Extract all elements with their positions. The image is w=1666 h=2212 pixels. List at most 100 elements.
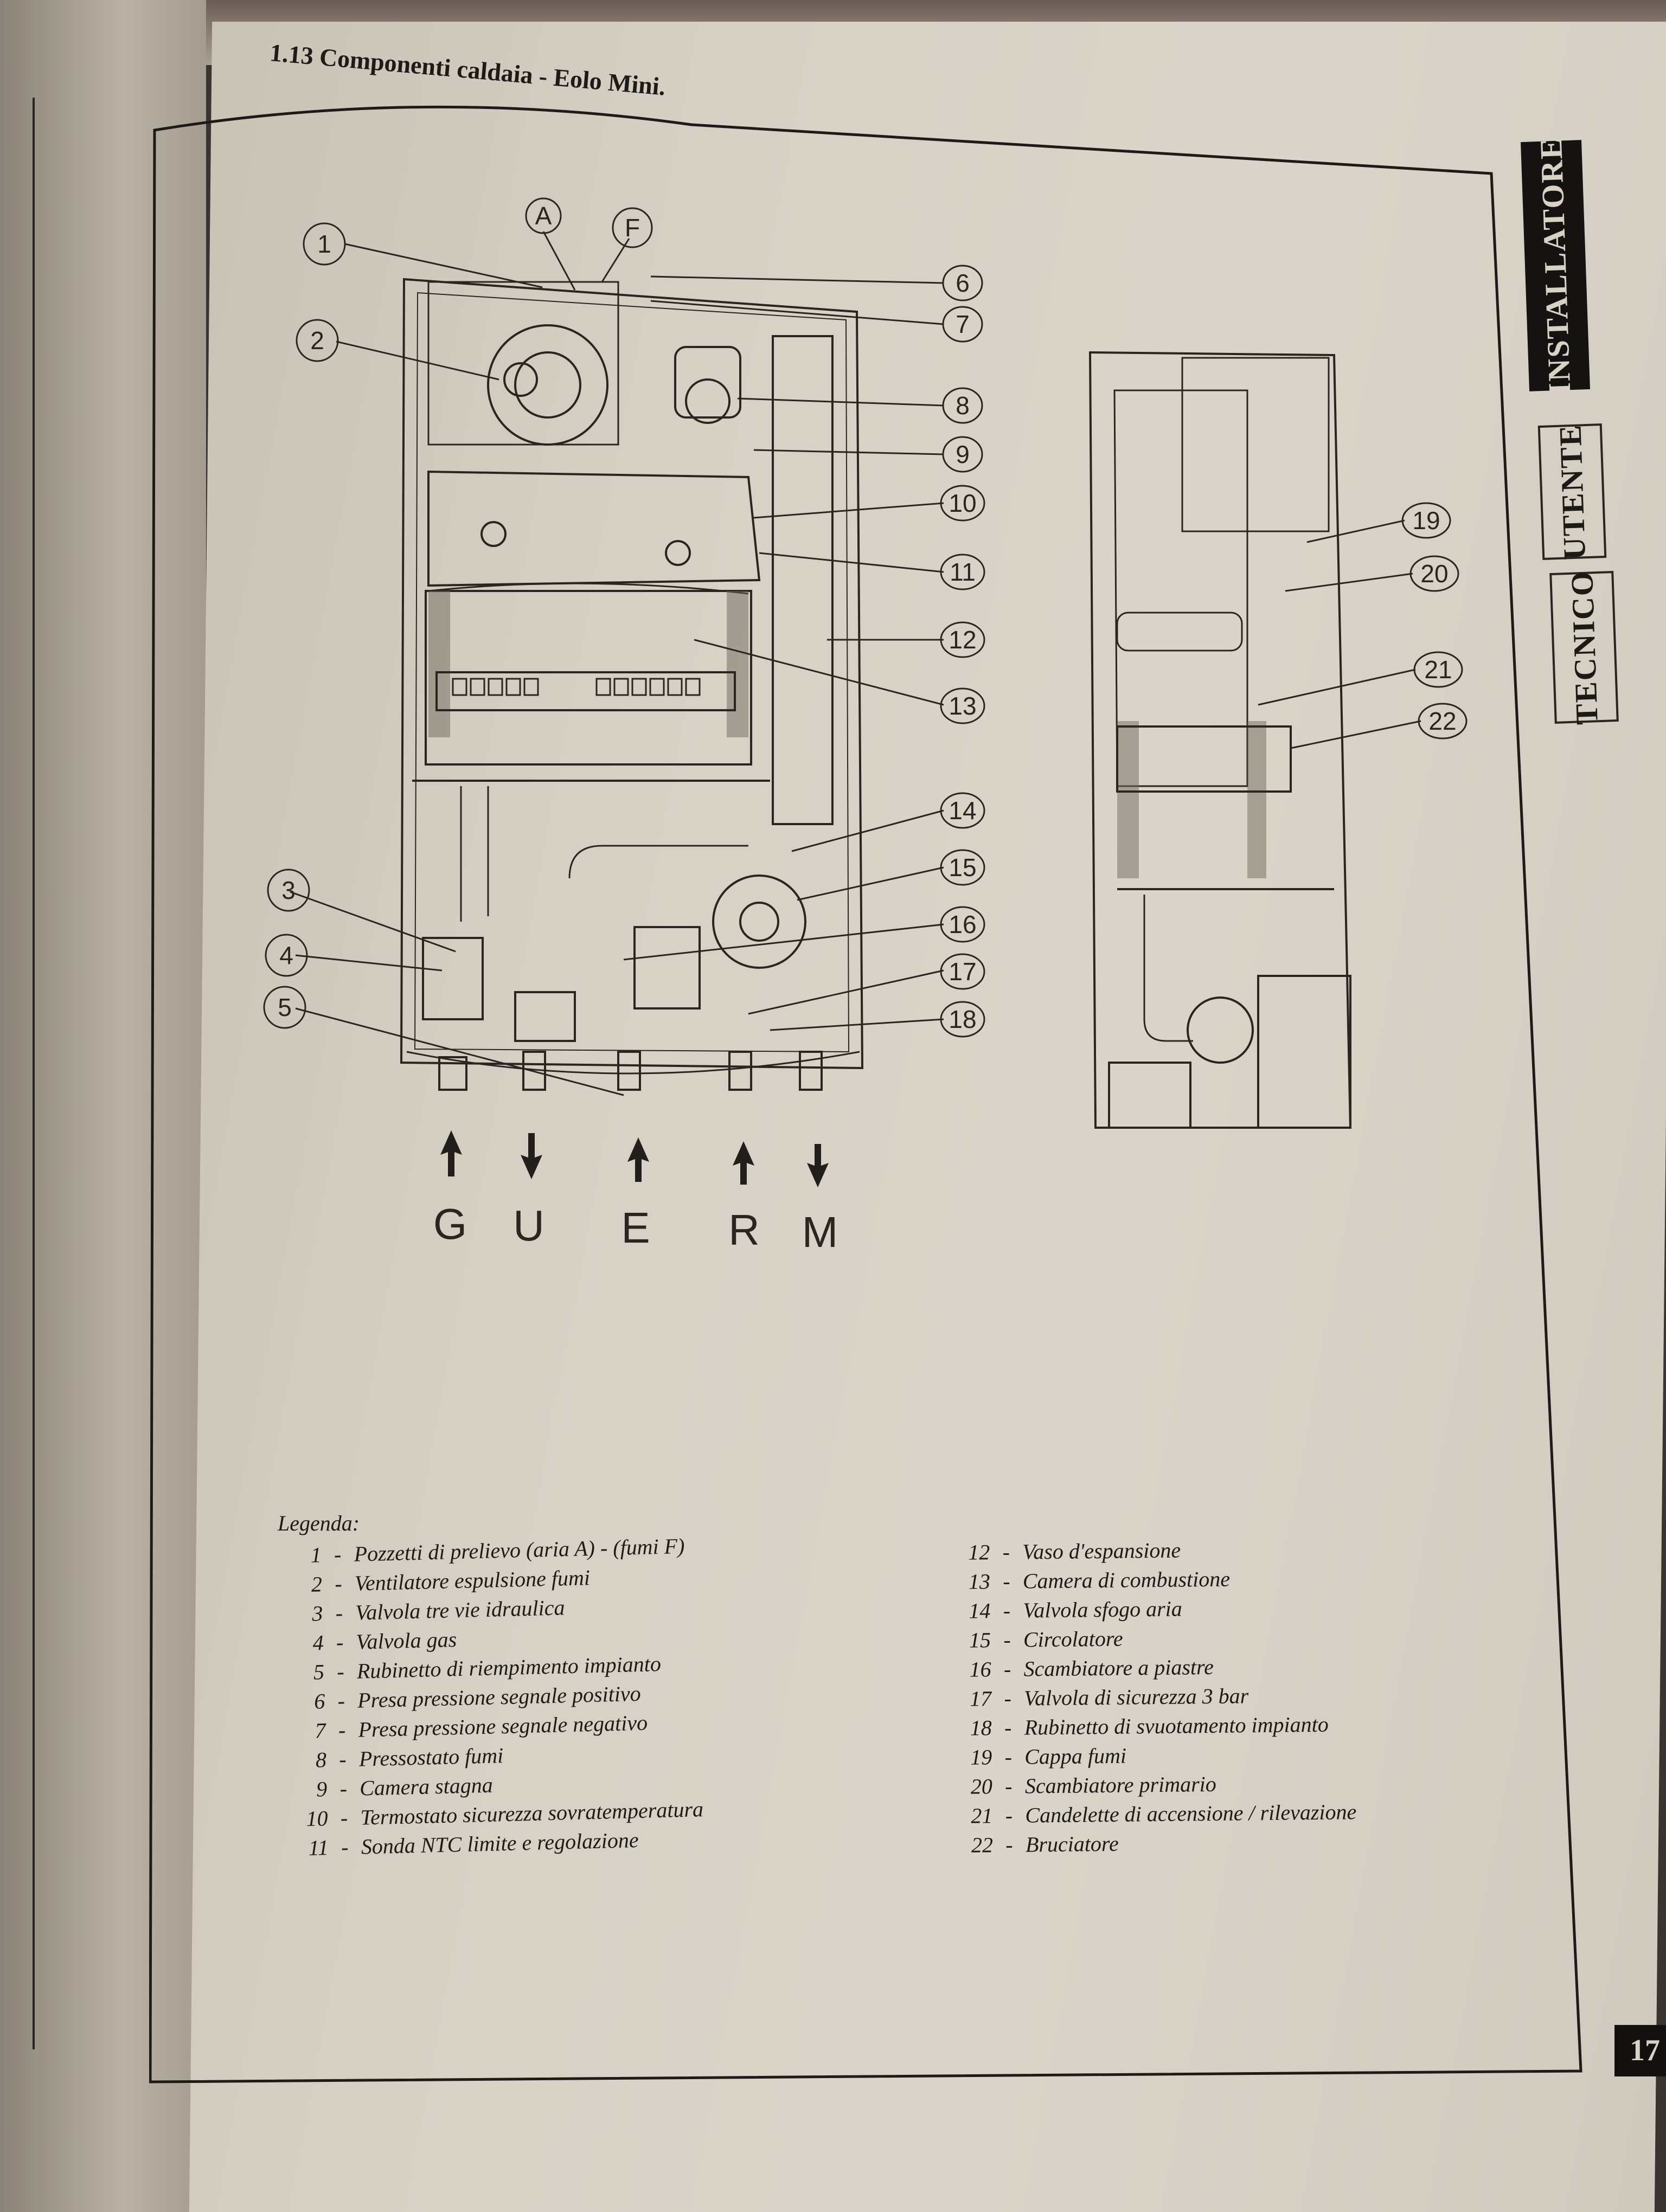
legend-item-text: Valvola di sicurezza 3 bar — [1023, 1683, 1249, 1711]
legend-item-text: Sonda NTC limite e regolazione — [361, 1827, 639, 1859]
legend-item-number: 16 — [969, 1656, 991, 1682]
arrow-up-icon — [733, 1141, 754, 1185]
legend-separator: - — [339, 1776, 348, 1801]
legend-separator: - — [334, 1571, 343, 1596]
legend-item: 20-Scambiatore primario — [954, 1767, 1356, 1801]
legend-item-text: Cappa fumi — [1024, 1743, 1127, 1769]
legend-separator: - — [1004, 1715, 1012, 1740]
callout-18: 18 — [949, 1005, 976, 1033]
legend-item-number: 14 — [969, 1598, 991, 1623]
legend-item: 12-Vaso d'espansione — [952, 1533, 1354, 1567]
adjacent-page-border — [0, 98, 35, 2049]
legend-separator: - — [1005, 1803, 1013, 1828]
callout-F: F — [625, 214, 640, 242]
legend-item-number: 22 — [971, 1832, 994, 1857]
connection-E: E — [621, 1204, 650, 1252]
legend-item: 16-Scambiatore a piastre — [953, 1650, 1355, 1684]
callout-20: 20 — [1420, 560, 1448, 588]
section-tabs: INSTALLATORE UTENTE TECNICO — [1513, 136, 1632, 789]
legend-column-left: 1-Pozzetti di prelievo (aria A) - (fumi … — [282, 1531, 704, 1863]
legend-item-number: 5 — [313, 1659, 325, 1684]
legend-item-number: 1 — [310, 1542, 322, 1567]
legend-item-number: 19 — [970, 1744, 992, 1770]
front-callouts — [263, 197, 1468, 1038]
tab-tecnico-label: TECNICO — [1564, 569, 1605, 725]
legend-item: 18-Rubinetto di svuotamento impianto — [953, 1709, 1355, 1742]
callout-13: 13 — [949, 692, 976, 720]
callout-16: 16 — [949, 910, 976, 938]
side-view — [1088, 351, 1352, 1129]
callout-17: 17 — [949, 957, 976, 986]
legend-item-number: 20 — [970, 1773, 993, 1799]
legend-item: 21-Candelette di accensione / rilevazion… — [954, 1797, 1356, 1830]
legend-separator: - — [335, 1600, 343, 1625]
callout-6: 6 — [956, 269, 970, 297]
legend-item-number: 17 — [969, 1686, 992, 1711]
legend-item-number: 21 — [971, 1803, 993, 1828]
legend-item-text: Circolatore — [1023, 1626, 1123, 1652]
legend-separator: - — [1002, 1568, 1010, 1593]
legend-item-number: 3 — [311, 1600, 323, 1626]
callout-14: 14 — [949, 796, 976, 825]
legend-separator: - — [1003, 1656, 1011, 1681]
legend-item-number: 10 — [305, 1805, 329, 1831]
legend-item-text: Ventilatore espulsione fumi — [354, 1565, 591, 1596]
legend-separator: - — [334, 1541, 342, 1567]
legend-item-text: Vaso d'espansione — [1022, 1538, 1181, 1564]
tab-installatore-label: INSTALLATORE — [1533, 136, 1578, 395]
adjacent-page — [0, 0, 206, 2212]
legend-separator: - — [1004, 1686, 1011, 1711]
callout-1: 1 — [317, 230, 331, 258]
callout-8: 8 — [956, 391, 970, 420]
legend-item: 17-Valvola di sicurezza 3 bar — [953, 1680, 1355, 1713]
legend-item-number: 9 — [316, 1776, 328, 1802]
callout-19: 19 — [1412, 506, 1440, 535]
tab-tecnico[interactable]: TECNICO — [1549, 569, 1619, 725]
legend-item-text: Candelette di accensione / rilevazione — [1025, 1799, 1357, 1828]
connection-arrows — [440, 1130, 829, 1187]
legend-item-text: Camera di combustione — [1022, 1566, 1231, 1593]
legend-separator: - — [1004, 1773, 1013, 1798]
legend-item-number: 13 — [968, 1568, 991, 1594]
legend-item-number: 11 — [308, 1835, 329, 1860]
legend-item: 19-Cappa fumi — [954, 1738, 1356, 1772]
callout-11: 11 — [950, 558, 976, 586]
legend-separator: - — [1004, 1744, 1013, 1769]
callout-12: 12 — [949, 626, 976, 654]
legend-item-text: Bruciatore — [1025, 1831, 1119, 1857]
legend-item-number: 6 — [313, 1688, 325, 1714]
legend-item-text: Valvola sfogo aria — [1023, 1596, 1182, 1623]
connection-R: R — [728, 1206, 760, 1254]
connection-U: U — [513, 1201, 544, 1250]
tab-utente-label: UTENTE — [1552, 423, 1592, 561]
legend-item-text: Rubinetto di svuotamento impianto — [1024, 1712, 1329, 1740]
legend-separator: - — [1002, 1539, 1010, 1564]
arrow-up-icon — [440, 1130, 462, 1176]
front-view — [400, 278, 864, 1091]
callout-A: A — [535, 202, 552, 230]
callout-21: 21 — [1424, 655, 1452, 684]
page-frame — [149, 105, 1582, 2084]
tab-installatore[interactable]: INSTALLATORE — [1521, 136, 1590, 395]
callout-22: 22 — [1428, 707, 1456, 735]
legend-item-number: 7 — [315, 1718, 326, 1743]
legend-item: 14-Valvola sfogo aria — [952, 1592, 1354, 1625]
page-number: 17 — [1614, 2025, 1666, 2076]
legend-item-text: Presa pressione segnale negativo — [357, 1710, 648, 1742]
leader-lines — [290, 231, 1421, 1096]
legend-item-text: Presa pressione segnale positivo — [357, 1681, 642, 1713]
arrow-down-icon — [807, 1144, 829, 1187]
legend-item-text: Scambiatore primario — [1024, 1771, 1216, 1798]
callout-15: 15 — [949, 853, 976, 882]
legend-separator: - — [337, 1688, 345, 1713]
legend-item-number: 12 — [968, 1539, 990, 1565]
legend-separator: - — [338, 1717, 346, 1742]
legend-separator: - — [336, 1629, 344, 1655]
arrow-down-icon — [521, 1133, 542, 1179]
legend-item-text: Valvola tre vie idraulica — [355, 1594, 565, 1625]
tab-utente[interactable]: UTENTE — [1537, 423, 1607, 561]
callout-4: 4 — [279, 941, 293, 969]
legend-separator: - — [1003, 1627, 1011, 1652]
legend-separator: - — [1003, 1598, 1011, 1623]
